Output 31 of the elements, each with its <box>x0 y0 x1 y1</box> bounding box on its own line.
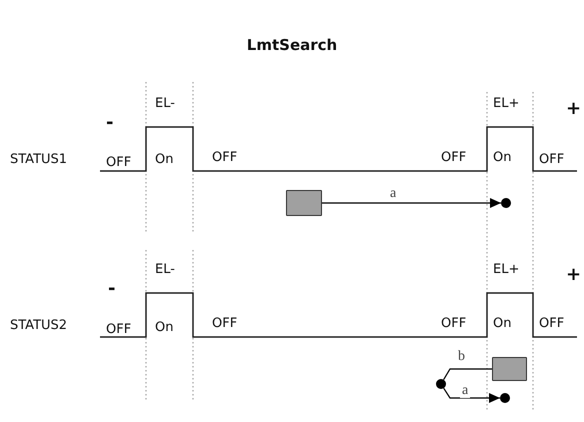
state-label: OFF <box>441 150 466 165</box>
status-label: STATUS2 <box>10 318 68 333</box>
limit-label: EL+ <box>493 262 520 277</box>
state-label: OFF <box>441 316 466 331</box>
junction-dot <box>436 379 446 389</box>
state-label: OFF <box>106 322 132 337</box>
state-label: OFF <box>539 316 564 331</box>
state-label: OFF <box>539 152 564 167</box>
limit-label: EL+ <box>493 96 520 111</box>
edge-label: a <box>460 384 470 398</box>
state-label: On <box>493 316 512 331</box>
junction-dot <box>500 393 510 403</box>
direction-sign: + <box>566 266 582 284</box>
limit-label: EL- <box>155 96 175 111</box>
connector-arrow <box>443 388 500 403</box>
junction-dot <box>501 198 511 208</box>
limit-label: EL- <box>155 262 175 277</box>
state-label: On <box>155 152 174 167</box>
state-label: On <box>155 320 174 335</box>
connector-arrow <box>322 198 501 208</box>
direction-sign: - <box>106 114 114 132</box>
direction-sign: - <box>108 280 116 298</box>
diagram-title: LmtSearch <box>246 38 338 53</box>
state-label: OFF <box>106 155 132 170</box>
direction-sign: + <box>566 100 582 118</box>
status-label: STATUS1 <box>10 152 68 167</box>
process-block <box>286 190 322 216</box>
state-label: OFF <box>212 316 238 331</box>
state-label: OFF <box>212 150 238 165</box>
state-label: On <box>493 150 512 165</box>
process-block <box>492 357 527 381</box>
